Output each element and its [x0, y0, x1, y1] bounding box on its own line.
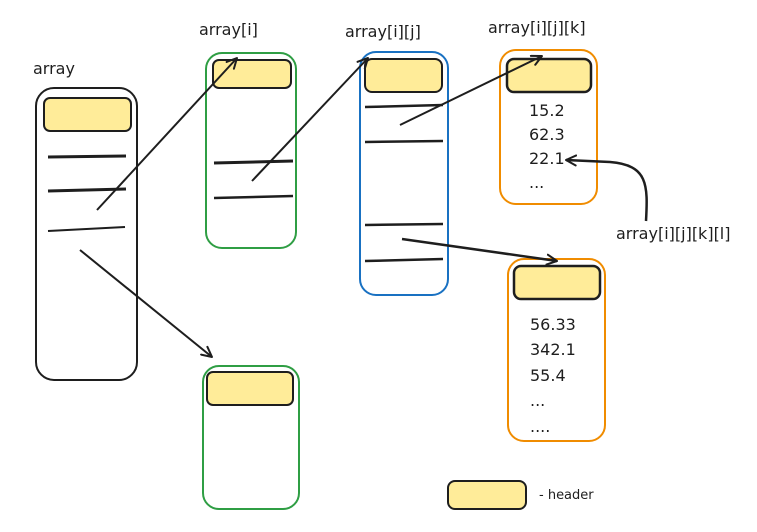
- arrows: [79, 54, 648, 358]
- value-55-4: 55.4: [530, 366, 566, 385]
- value-56-33: 56.33: [530, 315, 576, 334]
- node-array-ijk-bottom-header: [512, 264, 602, 301]
- label-array: array: [33, 59, 75, 78]
- value-ellipsis-1: ...: [530, 391, 545, 410]
- value-ellipsis-2: ....: [530, 417, 550, 436]
- node-array-border: [35, 87, 138, 381]
- value-22-1: 22.1: [529, 149, 565, 168]
- node-array-ijk-bottom: 56.33 342.1 55.4 ... ....: [507, 258, 606, 442]
- arrow-array-ij-to-array-ijk-bottom: [401, 237, 558, 266]
- node-array: [35, 87, 138, 381]
- label-array-ijk: array[i][j][k]: [488, 18, 586, 37]
- legend: - header: [447, 480, 594, 510]
- legend-header-label: - header: [539, 488, 594, 503]
- node-array-slot-2: [47, 187, 127, 193]
- node-array-ij-header: [364, 58, 443, 93]
- node-array-i-bottom-header: [206, 371, 294, 406]
- node-array-i-top: [205, 52, 297, 249]
- arrow-array-to-array-i-top: [96, 57, 238, 211]
- arrow-array-ij-to-array-ijk-top: [399, 54, 543, 126]
- label-array-ij: array[i][j]: [345, 22, 421, 41]
- node-array-slot-3: [47, 226, 126, 232]
- arrow-array-to-array-i-bottom: [79, 249, 213, 358]
- node-array-ijk-top-border: [499, 49, 598, 205]
- node-array-ij-slot-3: [364, 222, 444, 227]
- node-array-ij-slot-2: [364, 139, 444, 144]
- node-array-ij-border: [359, 51, 449, 296]
- label-array-ijkl: array[i][j][k][l]: [616, 224, 731, 243]
- node-array-ij-slot-4: [364, 257, 444, 263]
- node-array-ij: [359, 51, 449, 296]
- label-array-i: array[i]: [199, 20, 258, 39]
- arrow-array-i-to-array-ij: [251, 57, 369, 182]
- value-15-2: 15.2: [529, 101, 565, 120]
- node-array-i-bottom-border: [202, 365, 300, 510]
- node-array-header: [43, 97, 132, 132]
- node-array-i-bottom: [202, 365, 300, 510]
- node-array-i-top-slot-2: [213, 194, 294, 200]
- value-62-3: 62.3: [529, 125, 565, 144]
- node-array-i-top-border: [205, 52, 297, 249]
- value-ellipsis: ...: [529, 173, 544, 192]
- value-342-1: 342.1: [530, 340, 576, 359]
- node-array-slot-1: [47, 154, 127, 159]
- node-array-ijk-top-header: [505, 57, 593, 94]
- arrow-array-ijkl-to-value: [565, 154, 648, 222]
- legend-header-swatch: [447, 480, 527, 510]
- node-array-ij-slot-1: [364, 103, 444, 109]
- node-array-i-top-slot-1: [213, 159, 294, 165]
- node-array-i-top-header: [212, 59, 292, 89]
- node-array-ijk-top: 15.2 62.3 22.1 ...: [499, 49, 598, 205]
